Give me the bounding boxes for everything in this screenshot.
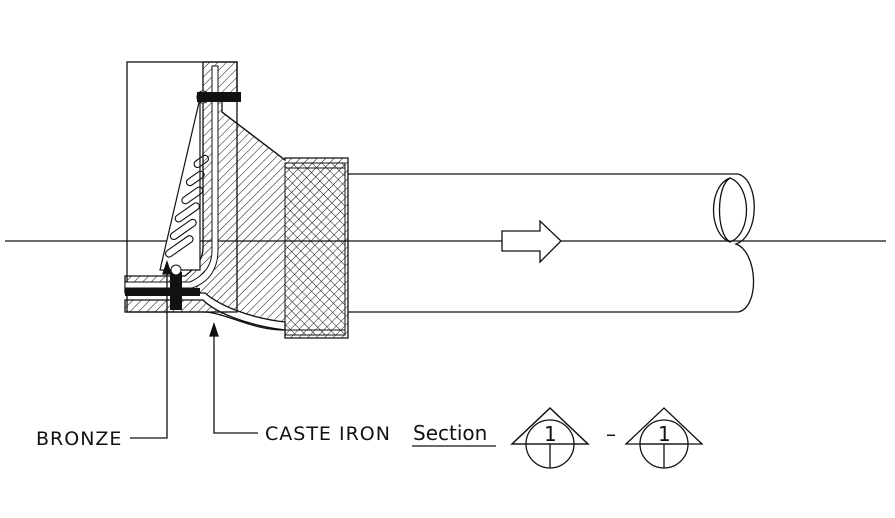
marker-left-number: 1 (544, 422, 557, 446)
flow-arrow (501, 219, 562, 264)
bronze-label: BRONZE (36, 428, 122, 450)
pipe (348, 173, 755, 313)
caste-iron-label: CASTE IRON (265, 423, 391, 445)
section-marker-right: 1 (624, 407, 704, 469)
leader-bronze (130, 259, 172, 439)
threaded-socket (284, 162, 346, 336)
marker-separator: – (606, 422, 616, 446)
thread-lines (285, 167, 345, 331)
hinge-pin-top (196, 90, 241, 104)
leader-caste-iron (209, 321, 258, 434)
marker-right-number: 1 (658, 422, 671, 446)
section-marker-left: 1 (510, 407, 590, 469)
section-label: Section (413, 421, 487, 445)
bottom-bolt (125, 264, 200, 310)
flap-slots (164, 154, 210, 258)
